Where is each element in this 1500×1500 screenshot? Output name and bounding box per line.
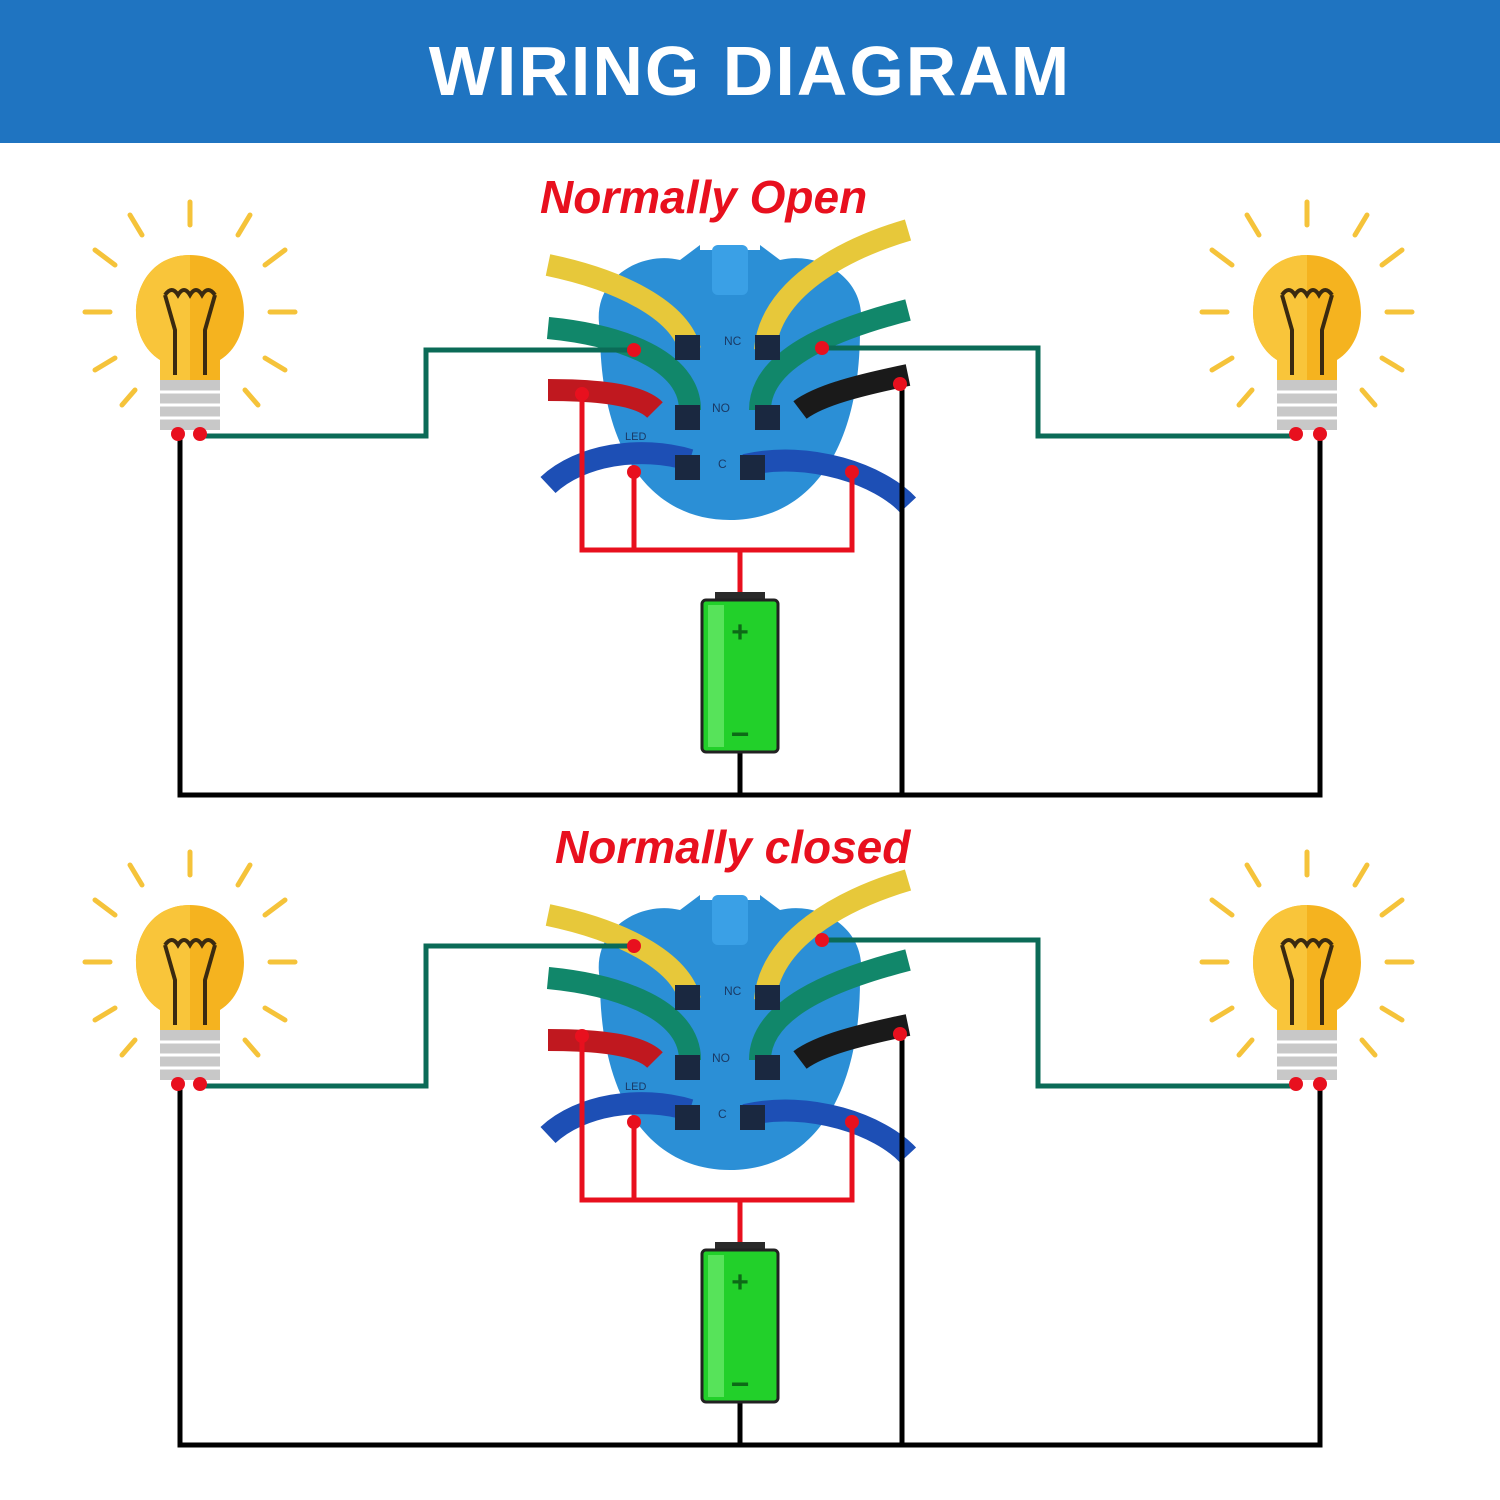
battery-icon (700, 1242, 780, 1404)
right-bulb-icon (1199, 199, 1415, 430)
left-bulb-icon (82, 199, 298, 430)
nc-label: NC (724, 334, 742, 348)
left-bulb-icon (82, 849, 298, 1080)
signal-wires (205, 937, 1295, 1089)
c-label: C (718, 1107, 727, 1121)
page-title: WIRING DIAGRAM (428, 32, 1072, 110)
power-wires (579, 396, 855, 595)
signal-wires (205, 345, 1295, 439)
switch-connector-icon (540, 869, 917, 1170)
led-label: LED (625, 1081, 646, 1093)
ground-wires (177, 384, 1323, 798)
normally-closed-diagram: NC NO C LED + − (0, 800, 1500, 1450)
battery-plus-label: + (731, 616, 749, 649)
header-banner (0, 0, 1500, 143)
normally-open-diagram: NC NO C LED + − (0, 150, 1500, 800)
led-label: LED (625, 431, 646, 443)
c-label: C (718, 457, 727, 471)
battery-minus-label: − (731, 1366, 750, 1402)
battery-icon (700, 592, 780, 754)
switch-connector-icon (540, 219, 917, 520)
battery-minus-label: − (731, 716, 750, 752)
normally-open-title: Normally Open (540, 171, 868, 223)
normally-closed-title: Normally closed (555, 821, 911, 873)
right-bulb-icon (1199, 849, 1415, 1080)
junction-dots (171, 341, 1327, 479)
junction-dots (171, 933, 1327, 1129)
power-wires (579, 1038, 855, 1245)
ground-wires (177, 1034, 1323, 1448)
no-label: NO (712, 401, 730, 415)
battery-plus-label: + (731, 1266, 749, 1299)
no-label: NO (712, 1051, 730, 1065)
nc-label: NC (724, 984, 742, 998)
